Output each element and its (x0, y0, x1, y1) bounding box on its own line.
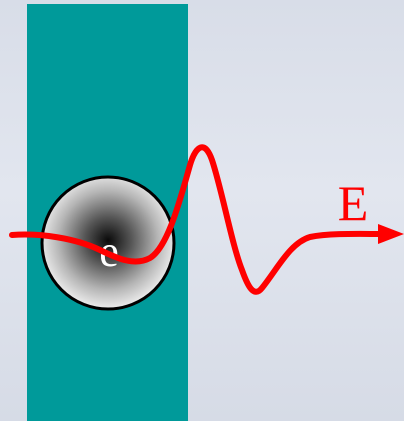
field-label: E (338, 175, 369, 231)
wave-arrowhead (378, 224, 404, 244)
